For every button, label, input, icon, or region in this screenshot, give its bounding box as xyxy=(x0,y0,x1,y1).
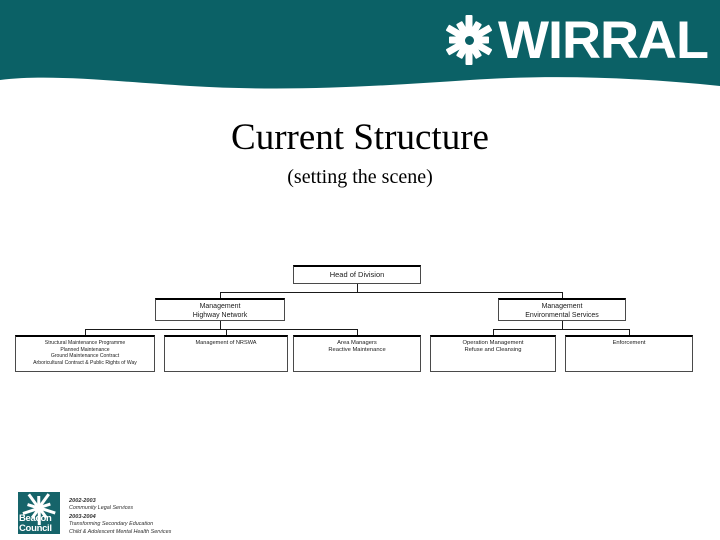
connector-level2-horizontal xyxy=(220,292,563,293)
org-node-operation-management[interactable]: Operation Management Refuse and Cleansin… xyxy=(430,335,556,372)
header-wave-shape xyxy=(0,0,720,89)
connector-to-operation xyxy=(493,329,494,335)
beacon-starburst-icon: Beacon Council xyxy=(18,492,60,534)
connector-highway-down xyxy=(220,321,221,329)
org-node-enforcement[interactable]: Enforcement xyxy=(565,335,693,372)
org-node-label: Structural Maintenance Programme Planned… xyxy=(33,340,137,366)
org-node-label: Area Managers Reactive Maintenance xyxy=(328,340,386,354)
award-name: Child & Adolescent Mental Health Service… xyxy=(69,528,172,535)
connector-to-structural xyxy=(85,329,86,335)
org-node-label: Enforcement xyxy=(612,340,646,346)
connector-to-nrswa xyxy=(226,329,227,335)
connector-to-enforcement xyxy=(629,329,630,335)
connector-root-down xyxy=(357,284,358,292)
beacon-wordmark-line1: Beacon xyxy=(19,513,52,525)
connector-to-env xyxy=(562,292,563,298)
beacon-wordmark-line2: Council xyxy=(19,522,52,534)
title-block: Current Structure (setting the scene) xyxy=(0,117,720,189)
org-node-structural-maintenance[interactable]: Structural Maintenance Programme Planned… xyxy=(15,335,155,372)
org-node-head-of-division[interactable]: Head of Division xyxy=(293,265,421,284)
connector-level3-left-horizontal xyxy=(85,329,357,330)
beacon-wordmark: Beacon Council xyxy=(19,514,52,533)
page-subtitle: (setting the scene) xyxy=(287,165,433,188)
award-name: Transforming Secondary Education xyxy=(69,521,154,528)
org-node-label: Head of Division xyxy=(329,270,385,279)
beacon-awards-list: 2002-2003 Community Legal Services 2003-… xyxy=(69,492,171,537)
award-year: 2003-2004 xyxy=(69,513,96,520)
header-banner: WIRRAL xyxy=(0,0,720,112)
connector-to-area-managers xyxy=(357,329,358,335)
connector-env-down xyxy=(562,321,563,329)
connector-to-highway xyxy=(220,292,221,298)
org-node-label: Management of NRSWA xyxy=(195,340,257,346)
award-name: Community Legal Services xyxy=(69,505,134,512)
starburst-icon xyxy=(442,13,496,67)
org-node-label: Management Highway Network xyxy=(192,303,248,319)
org-node-label: Management Environmental Services xyxy=(525,303,599,319)
beacon-council-footer: Beacon Council 2002-2003 Community Legal… xyxy=(18,492,171,537)
connector-level3-right-horizontal xyxy=(493,329,629,330)
wirral-logo: WIRRAL xyxy=(442,10,709,70)
org-node-management-highway-network[interactable]: Management Highway Network xyxy=(155,298,285,321)
org-chart: Head of Division Management Highway Netw… xyxy=(0,255,720,380)
award-year: 2002-2003 xyxy=(69,498,96,504)
org-node-label: Operation Management Refuse and Cleansin… xyxy=(462,340,524,354)
page-title: Current Structure xyxy=(231,117,489,158)
org-node-area-managers[interactable]: Area Managers Reactive Maintenance xyxy=(293,335,421,372)
wirral-wordmark: WIRRAL xyxy=(497,10,709,70)
org-node-management-of-nrswa[interactable]: Management of NRSWA xyxy=(164,335,288,372)
org-node-management-environmental-services[interactable]: Management Environmental Services xyxy=(498,298,626,321)
